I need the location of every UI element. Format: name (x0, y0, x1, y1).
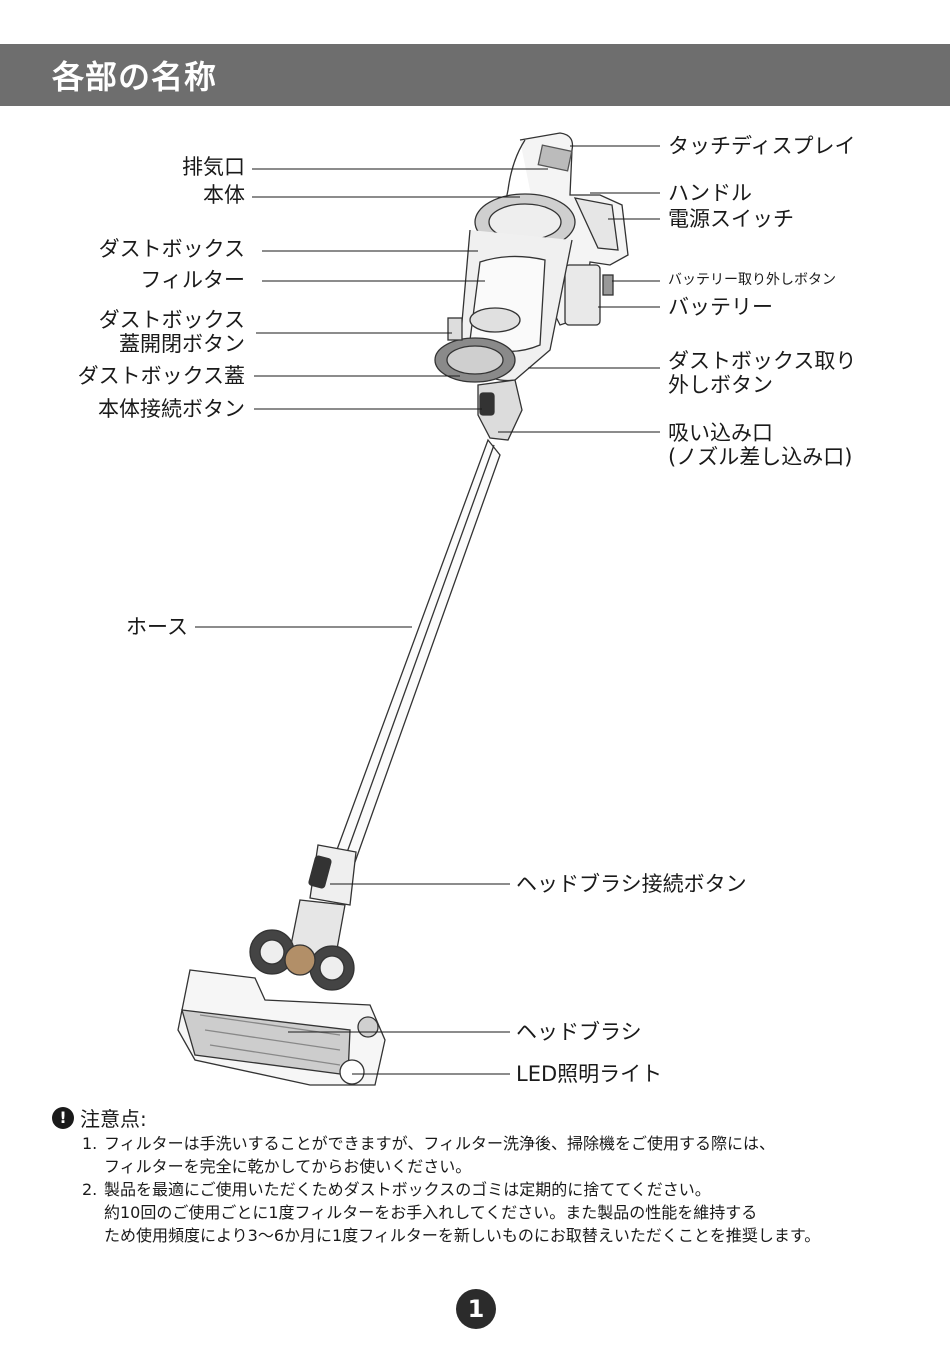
label-power-switch: 電源スイッチ (668, 207, 794, 231)
label-line: ダストボックス取り (668, 349, 857, 373)
label-touch-display: タッチディスプレイ (668, 134, 856, 158)
label-line: 吸い込み口 (668, 421, 773, 445)
label-head-brush: ヘッドブラシ (516, 1020, 642, 1044)
label-exhaust: 排気口 (182, 155, 245, 179)
label-intake: 吸い込み口 (ノズル差し込み口) (668, 421, 852, 469)
label-line: ダストボックス (98, 308, 245, 332)
page-title: 各部の名称 (52, 58, 218, 96)
note-line: フィルターを完全に乾かしてからお使いください。 (104, 1157, 472, 1176)
note-number: 2. (82, 1180, 98, 1199)
label-led-light: LED照明ライト (516, 1062, 663, 1086)
label-line: (ノズル差し込み口) (668, 445, 853, 469)
label-line: 外しボタン (668, 373, 773, 397)
label-hose: ホース (126, 615, 188, 639)
note-number: 1. (82, 1134, 98, 1153)
notes-section: ! 注意点: 1. フィルターは手洗いすることができますが、フィルター洗浄後、掃除… (52, 1103, 932, 1247)
page-number: 1 (456, 1289, 496, 1329)
label-dust-box-lid: ダストボックス蓋 (77, 364, 245, 388)
label-filter: フィルター (140, 268, 245, 292)
note-line: フィルターは手洗いすることができますが、フィルター洗浄後、掃除機をご使用する際に… (104, 1134, 776, 1153)
note-line: 製品を最適にご使用いただくためダストボックスのゴミは定期的に捨ててください。 (104, 1180, 711, 1199)
label-dust-box: ダストボックス (98, 237, 245, 261)
note-line: 約10回のご使用ごとに1度フィルターをお手入れしてください。また製品の性能を維持… (104, 1203, 758, 1222)
label-body-connect-button: 本体接続ボタン (98, 397, 245, 421)
label-head-brush-connect: ヘッドブラシ接続ボタン (516, 872, 747, 896)
label-battery-release: バッテリー取り外しボタン (668, 272, 836, 288)
label-battery: バッテリー (668, 295, 773, 319)
notes-heading-text: 注意点: (80, 1107, 147, 1131)
label-dust-box-lid-button: ダストボックス 蓋開閉ボタン (99, 308, 245, 356)
label-dust-box-release: ダストボックス取り 外しボタン (668, 349, 856, 397)
warning-icon: ! (52, 1106, 74, 1129)
note-line: ため使用頻度により3〜6か月に1度フィルターを新しいものにお取替えいただくことを… (104, 1226, 821, 1245)
note-item: 1. フィルターは手洗いすることができますが、フィルター洗浄後、掃除機をご使用する… (82, 1132, 932, 1178)
note-item: 2. 製品を最適にご使用いただくためダストボックスのゴミは定期的に捨ててください。… (82, 1178, 932, 1247)
notes-heading: ! 注意点: (52, 1103, 932, 1132)
label-line: 蓋開閉ボタン (119, 332, 245, 356)
section-header: 各部の名称 (0, 44, 950, 106)
label-handle: ハンドル (668, 181, 752, 205)
label-body: 本体 (203, 183, 245, 207)
